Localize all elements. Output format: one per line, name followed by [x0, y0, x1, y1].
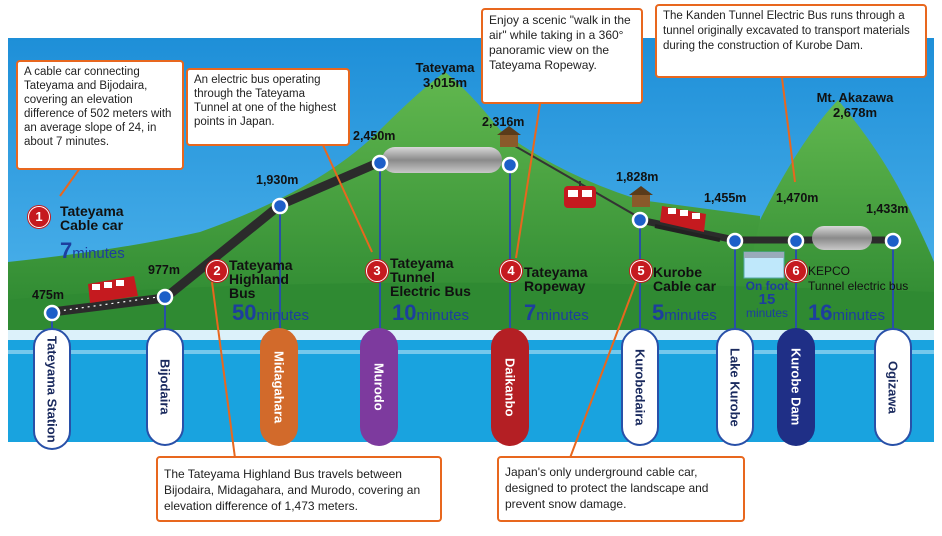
- cable-car-icon: [88, 276, 138, 303]
- ropeway-cable: [507, 141, 641, 219]
- station-dot-lake-kurobe: [726, 232, 744, 250]
- station-dot-bijodaira: [156, 288, 174, 306]
- altitude-label: 1,470m: [776, 191, 819, 205]
- route-line: [51, 157, 382, 317]
- station-dot-ogizawa: [884, 232, 902, 250]
- callout-tunnel-bus: An electric bus operating through the Ta…: [186, 68, 350, 146]
- altitude-label: 1,828m: [616, 170, 659, 184]
- segment-number-badge: 6: [785, 260, 807, 282]
- altitude-label: 475m: [32, 288, 64, 302]
- altitude-label: 2,316m: [482, 115, 525, 129]
- altitude-label: 1,433m: [866, 202, 909, 216]
- station-daikanbo[interactable]: Daikanbo: [491, 328, 529, 446]
- segment-duration: 16minutes: [808, 300, 886, 325]
- station-dot-midagahara: [271, 197, 289, 215]
- kanden-tunnel: [812, 226, 872, 250]
- station-kurobe-dam[interactable]: Kurobe Dam: [777, 328, 815, 446]
- station-ogizawa[interactable]: Ogizawa: [874, 328, 912, 446]
- station-midagahara[interactable]: Midagahara: [260, 328, 298, 446]
- segment-number-badge: 1: [28, 206, 50, 228]
- segment-duration: 10minutes: [392, 300, 470, 325]
- segment-number-badge: 2: [206, 260, 228, 282]
- callout-kanden: The Kanden Tunnel Electric Bus runs thro…: [655, 4, 927, 78]
- segment-number-badge: 3: [366, 260, 388, 282]
- station-bijodaira[interactable]: Bijodaira: [146, 328, 184, 446]
- station-dot-tateyama: [43, 304, 61, 322]
- kurobedaira-hut-icon: [629, 186, 653, 207]
- akazawa-mountain: [740, 100, 934, 312]
- altitude-label: 1,455m: [704, 191, 747, 205]
- callout-kurobe-cable: Japan's only underground cable car, desi…: [497, 456, 745, 522]
- station-lake-kurobe[interactable]: Lake Kurobe: [716, 328, 754, 446]
- segment-duration: 7minutes: [524, 300, 589, 325]
- tateyama-tunnel: [382, 147, 502, 173]
- station-dot-daikanbo: [501, 156, 519, 174]
- station-kurobedaira[interactable]: Kurobedaira: [621, 328, 659, 446]
- station-dot-murodo: [371, 154, 389, 172]
- foothills: [8, 282, 934, 330]
- dam-icon: [743, 251, 785, 279]
- altitude-label: 2,450m: [353, 129, 396, 143]
- station-murodo[interactable]: Murodo: [360, 328, 398, 446]
- callout-highland-bus: The Tateyama Highland Bus travels betwee…: [156, 456, 442, 522]
- altitude-label: 977m: [148, 263, 180, 277]
- callout-ropeway: Enjoy a scenic "walk in the air" while t…: [481, 8, 643, 104]
- daikanbo-hut-icon: [497, 126, 521, 147]
- segment-number-badge: 5: [630, 260, 652, 282]
- station-tateyama[interactable]: Tateyama Station: [33, 328, 71, 450]
- station-dot-kurobedaira: [631, 211, 649, 229]
- segment-number-badge: 4: [500, 260, 522, 282]
- ropeway-gondola-icon: [564, 181, 596, 208]
- callout-cable-car: A cable car connecting Tateyama and Bijo…: [16, 60, 184, 170]
- altitude-label: 1,930m: [256, 173, 299, 187]
- station-dot-kurobe-dam: [787, 232, 805, 250]
- tateyama-mountain: [8, 72, 760, 312]
- kurobe-cable-car-icon: [654, 206, 721, 242]
- segment-duration: 7minutes: [60, 238, 125, 263]
- segment-duration: 5minutes: [652, 300, 717, 325]
- segment-duration: 50minutes: [232, 300, 310, 325]
